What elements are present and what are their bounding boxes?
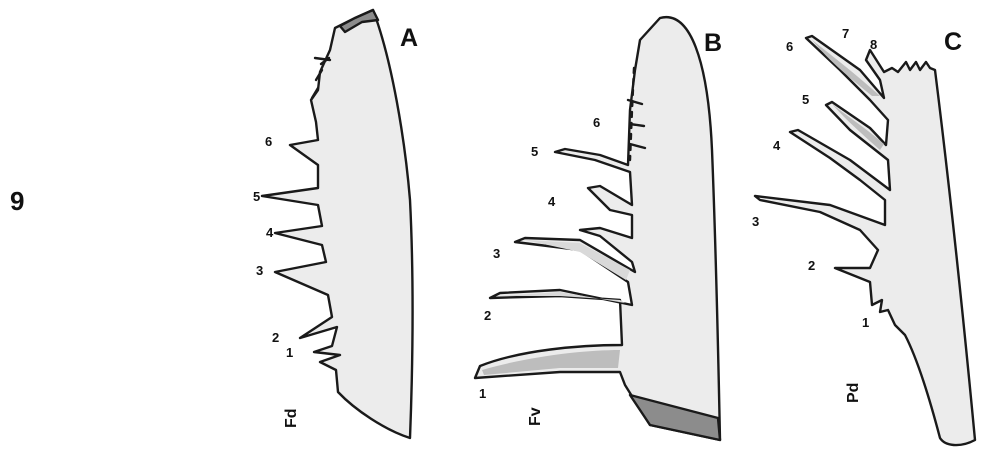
panel-c-tooth-5: 5 [802,92,809,107]
panel-b: B 1 2 3 4 5 6 Fv [475,17,722,440]
panel-c-part-label: Pd [845,383,862,403]
panel-b-label: B [704,29,722,57]
panel-c-label: C [944,28,962,56]
panel-b-tooth-5: 5 [531,144,538,159]
panel-b-tooth-2: 2 [484,308,491,323]
panel-c-tooth-7: 7 [842,26,849,41]
panel-b-tooth-6: 6 [593,115,600,130]
panel-c-jaw-outline [755,36,975,445]
panel-a-jaw-outline [262,10,413,438]
panel-a: A 1 2 3 4 5 6 Fd [253,10,418,438]
panel-c: C 1 2 3 4 5 6 7 8 Pd [752,26,975,445]
panel-b-tooth-4: 4 [548,194,556,209]
panel-c-tooth-4: 4 [773,138,781,153]
panel-c-tooth-6: 6 [786,39,793,54]
panel-a-label: A [400,24,418,52]
panel-a-tooth-4: 4 [266,225,274,240]
panel-a-tooth-5: 5 [253,189,260,204]
panel-b-tooth-1: 1 [479,386,486,401]
panel-a-tooth-3: 3 [256,263,263,278]
panel-a-tooth-2: 2 [272,330,279,345]
panel-a-tooth-1: 1 [286,345,293,360]
panel-b-jaw-outline [475,17,720,440]
panel-c-tooth-1: 1 [862,315,869,330]
panel-c-tooth-3: 3 [752,214,759,229]
panel-c-tooth-8: 8 [870,37,877,52]
panel-b-tooth-3: 3 [493,246,500,261]
panel-a-part-label: Fd [283,408,300,428]
panel-b-part-label: Fv [527,407,544,426]
panel-c-tooth-2: 2 [808,258,815,273]
figure-number: 9 [10,186,24,216]
panel-c-tooth-5-shading [832,104,884,150]
panel-a-tooth-6: 6 [265,134,272,149]
